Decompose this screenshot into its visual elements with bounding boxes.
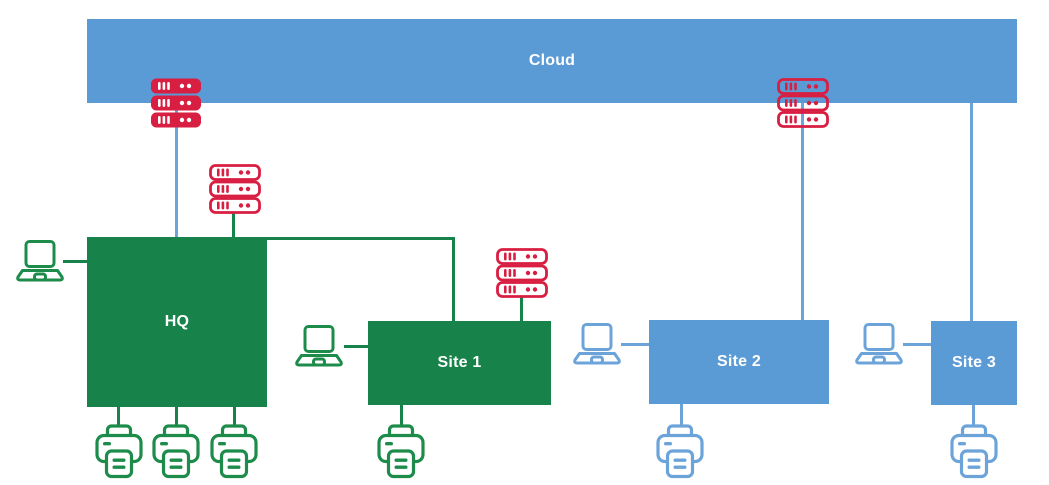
connector-laptop-site1 <box>344 345 368 348</box>
connector-cloud-site2 <box>801 103 804 320</box>
laptop-icon <box>15 239 65 283</box>
connector-site2-printer <box>680 404 683 425</box>
site3-label: Site 3 <box>952 354 996 371</box>
site2-label: Site 2 <box>717 353 761 370</box>
laptop-icon <box>854 322 904 366</box>
node-site2: Site 2 <box>649 320 829 404</box>
connector-cloud-site3 <box>970 103 973 321</box>
connector-laptop-site2 <box>621 343 649 346</box>
connector-laptop-site3 <box>903 343 931 346</box>
printer-icon <box>95 424 143 480</box>
connector-hq-printer1 <box>117 407 120 425</box>
connector-server-site1 <box>520 297 523 321</box>
site1-label: Site 1 <box>437 354 482 371</box>
connector-cloud-hq <box>175 103 178 237</box>
connector-hq-printer2 <box>175 407 178 425</box>
connector-hq-printer3 <box>233 407 236 425</box>
cloud-label: Cloud <box>528 52 576 69</box>
rack-server-icon <box>496 248 548 298</box>
printer-icon <box>152 424 200 480</box>
node-site3: Site 3 <box>931 321 1017 405</box>
connector-server-hq <box>232 213 235 238</box>
laptop-icon <box>572 322 622 366</box>
hq-label: HQ <box>164 313 190 330</box>
laptop-icon <box>294 324 344 368</box>
node-hq: HQ <box>87 237 267 407</box>
connector-laptop-hq <box>63 260 87 263</box>
printer-icon <box>950 424 998 480</box>
node-site1: Site 1 <box>368 321 551 405</box>
connector-hq-site1-vertical <box>452 239 455 321</box>
connector-site1-printer <box>400 405 403 425</box>
printer-icon <box>210 424 258 480</box>
connector-site3-printer <box>972 405 975 425</box>
rack-server-icon <box>209 164 261 214</box>
rack-server-icon <box>777 78 829 128</box>
connector-hq-site1-horizontal <box>267 237 455 240</box>
printer-icon <box>656 424 704 480</box>
rack-server-icon <box>150 78 202 128</box>
node-cloud: Cloud <box>87 19 1017 103</box>
printer-icon <box>377 424 425 480</box>
